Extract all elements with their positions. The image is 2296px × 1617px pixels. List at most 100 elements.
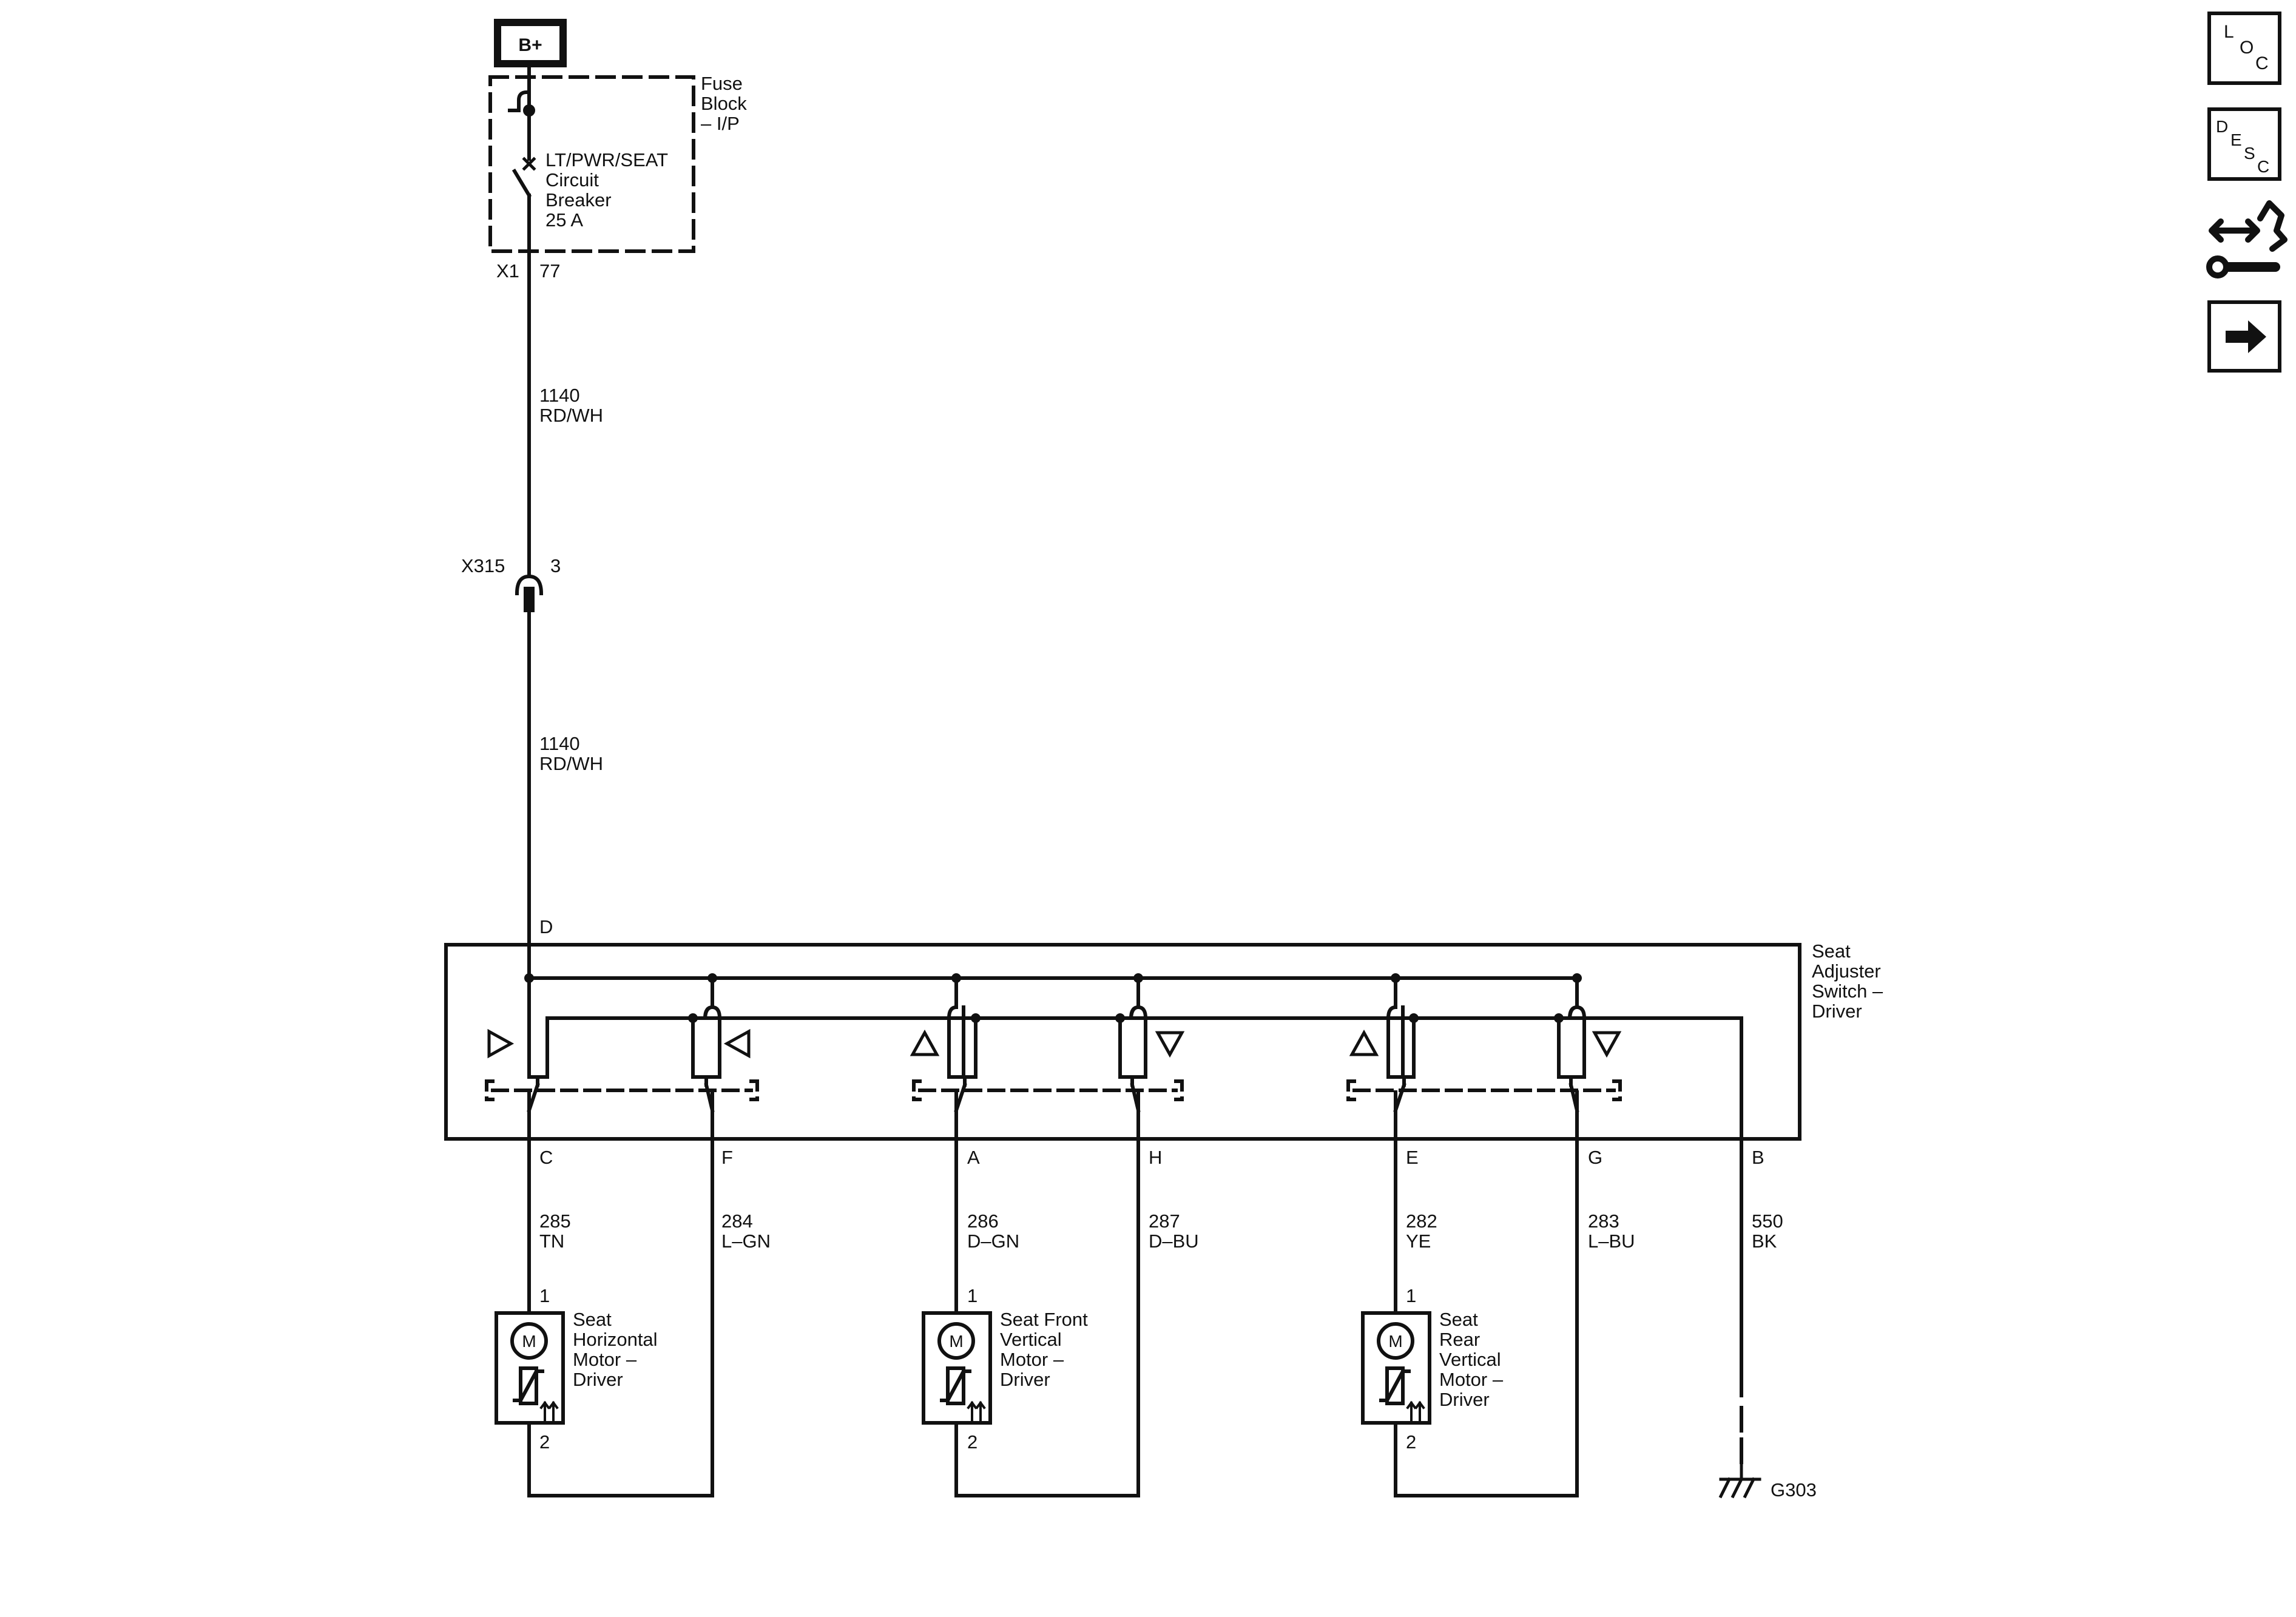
motor-horizontal — [495, 1311, 565, 1425]
svg-text:Circuit: Circuit — [545, 169, 599, 191]
svg-text:25 A: 25 A — [545, 209, 583, 231]
motor-rear-pin-2: 2 — [1406, 1431, 1416, 1453]
wire-284-circuit: 284 — [721, 1210, 753, 1232]
pin-e-label: E — [1406, 1147, 1419, 1168]
forward-arrow-icon — [487, 1028, 515, 1059]
x315-connector-label: X315 — [461, 555, 505, 576]
wire-282-circuit: 282 — [1406, 1210, 1437, 1232]
svg-text:Driver: Driver — [1000, 1369, 1050, 1390]
wire-550-color: BK — [1752, 1230, 1777, 1252]
svg-text:Block: Block — [701, 93, 747, 114]
motor-front-vertical-name: Seat Front Vertical Motor – Driver — [1000, 1309, 1088, 1390]
svg-text:D: D — [2216, 117, 2228, 136]
svg-text:E: E — [2230, 130, 2242, 149]
next-button[interactable] — [2207, 300, 2281, 373]
battery-label: B+ — [518, 35, 542, 55]
rearward-arrow-icon — [723, 1028, 751, 1059]
fuse-block-name: Fuse Block – I/P — [701, 73, 747, 134]
svg-text:Motor –: Motor – — [573, 1349, 637, 1370]
svg-text:Driver: Driver — [573, 1369, 623, 1390]
svg-text:Seat: Seat — [1812, 940, 1851, 962]
svg-text:Driver: Driver — [1439, 1389, 1490, 1410]
motor-horizontal-pin-2: 2 — [539, 1431, 550, 1453]
svg-text:Driver: Driver — [1812, 1001, 1862, 1022]
pin-f-label: F — [721, 1147, 733, 1168]
svg-text:S: S — [2244, 144, 2255, 163]
svg-text:Motor –: Motor – — [1439, 1369, 1504, 1390]
arrow-right-icon — [2226, 320, 2266, 353]
rear-up-arrow-icon — [1349, 1029, 1379, 1056]
wire-285-color: TN — [539, 1230, 564, 1252]
motor-front-symbol: M — [949, 1332, 963, 1351]
pin-h-label: H — [1149, 1147, 1162, 1168]
motor-horizontal-pin-1: 1 — [539, 1285, 550, 1306]
wire-283-color: L–BU — [1588, 1230, 1635, 1252]
pin-a-label: A — [967, 1147, 980, 1168]
switch-input-pin: D — [539, 916, 553, 937]
svg-text:Horizontal: Horizontal — [573, 1329, 658, 1350]
fuse-block-outline — [488, 75, 695, 253]
motor-rear-pin-1: 1 — [1406, 1285, 1416, 1306]
motor-rear-symbol: M — [1388, 1332, 1402, 1351]
svg-text:Switch –: Switch – — [1812, 981, 1883, 1002]
wire-282-color: YE — [1406, 1230, 1431, 1252]
front-down-arrow-icon — [1155, 1031, 1185, 1058]
svg-text:O: O — [2240, 38, 2254, 58]
loc-button[interactable]: L O C — [2207, 12, 2281, 85]
svg-text:Seat: Seat — [573, 1309, 612, 1330]
ground-symbol-icon — [1718, 1460, 1761, 1499]
breaker-x-mark — [522, 157, 536, 171]
circuit-breaker-label: LT/PWR/SEAT Circuit Breaker 25 A — [545, 149, 668, 231]
svg-text:Rear: Rear — [1439, 1329, 1480, 1350]
connector-tool-icon[interactable] — [2206, 200, 2288, 279]
svg-text:C: C — [2257, 157, 2269, 176]
rear-down-arrow-icon — [1592, 1031, 1622, 1058]
wire-286-circuit: 286 — [967, 1210, 999, 1232]
svg-text:Seat: Seat — [1439, 1309, 1478, 1330]
wire-287-color: D–BU — [1149, 1230, 1199, 1252]
fuse-pin-label: 77 — [539, 260, 560, 282]
motor-rear-vertical-name: Seat Rear Vertical Motor – Driver — [1439, 1309, 1504, 1410]
wire-285-circuit: 285 — [539, 1210, 571, 1232]
front-up-arrow-icon — [910, 1029, 940, 1056]
x315-connector-pin — [524, 587, 535, 612]
breaker-switch-arm — [512, 168, 532, 198]
x315-pin-label: 3 — [550, 555, 561, 576]
wire-283-circuit: 283 — [1588, 1210, 1619, 1232]
motor-wires — [527, 1137, 1743, 1497]
toolbar: L O C D E S C — [2206, 12, 2288, 373]
power-bus-junctions — [524, 973, 1582, 983]
svg-text:– I/P: – I/P — [701, 113, 740, 134]
motor-horizontal-symbol: M — [522, 1332, 536, 1351]
switch-group-front-vertical — [912, 976, 1184, 1141]
desc-button[interactable]: D E S C — [2207, 107, 2281, 181]
svg-text:C: C — [2255, 53, 2269, 73]
wire-upper-color: RD/WH — [539, 405, 603, 426]
svg-text:Vertical: Vertical — [1439, 1349, 1501, 1370]
switch-group-horizontal — [485, 976, 759, 1141]
wire-286-color: D–GN — [967, 1230, 1019, 1252]
seat-adjuster-switch-outline — [444, 943, 1801, 1141]
svg-text:LT/PWR/SEAT: LT/PWR/SEAT — [545, 149, 668, 170]
svg-text:Seat Front: Seat Front — [1000, 1309, 1088, 1330]
switch-name: Seat Adjuster Switch – Driver — [1812, 940, 1883, 1022]
x315-connector-symbol — [515, 574, 544, 596]
motor-horizontal-name: Seat Horizontal Motor – Driver — [573, 1309, 658, 1390]
wire-lower-circuit: 1140 — [539, 733, 580, 754]
pin-c-label: C — [539, 1147, 553, 1168]
pin-g-label: G — [1588, 1147, 1602, 1168]
svg-text:Motor –: Motor – — [1000, 1349, 1064, 1370]
svg-text:Breaker: Breaker — [545, 189, 612, 211]
fuse-connector-label: X1 — [496, 260, 519, 282]
direction-arrows — [487, 1028, 1622, 1059]
wire-550-circuit: 550 — [1752, 1210, 1783, 1232]
svg-text:L: L — [2224, 22, 2234, 42]
motor-rear-vertical — [1361, 1311, 1431, 1425]
svg-text:Fuse: Fuse — [701, 73, 743, 94]
pin-b-label: B — [1752, 1147, 1764, 1168]
fuse-hook-symbol — [508, 90, 529, 112]
wire-upper-circuit: 1140 — [539, 385, 580, 406]
svg-text:Adjuster: Adjuster — [1812, 960, 1881, 982]
wire-287-circuit: 287 — [1149, 1210, 1180, 1232]
